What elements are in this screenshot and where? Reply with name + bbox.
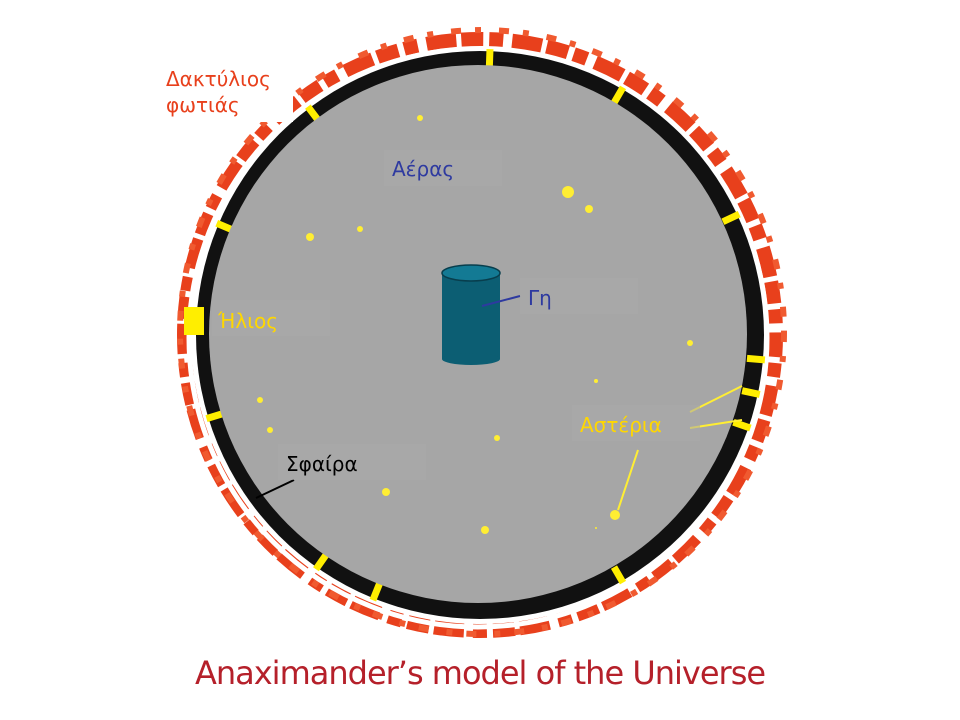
sphere-leader: [255, 479, 295, 499]
diagram-caption: Anaximander’s model of the Universe: [194, 654, 766, 692]
ring-marks: [205, 49, 766, 602]
star-dot-icon: [257, 397, 263, 403]
sun-icon: [184, 307, 204, 335]
star-dot-icon: [267, 427, 273, 433]
fire-ring-label-line1: Δακτύλιος: [166, 67, 271, 91]
air-label-box: [384, 150, 502, 186]
ring-mark: [205, 410, 225, 422]
star-dot-icon: [481, 526, 489, 534]
ring-mark: [746, 354, 766, 364]
ring-mark: [313, 552, 330, 572]
stars-leader-3: [617, 449, 639, 511]
star-dot-icon: [610, 510, 620, 520]
star-dot-icon: [417, 115, 423, 121]
star-dot-icon: [594, 379, 598, 383]
cylinder-icon: [441, 264, 501, 365]
star-dot-icon: [585, 205, 593, 213]
ring-mark: [610, 565, 627, 585]
sphere-label: Σφαίρα: [286, 452, 358, 476]
star-dot-icon: [306, 233, 314, 241]
star-dot-icon: [595, 527, 597, 529]
ring-mark: [485, 49, 494, 68]
fire-ring-label-line2: φωτιάς: [166, 93, 240, 117]
earth-leader: [481, 295, 521, 307]
stars-label: Αστέρια: [580, 413, 662, 437]
star-dot-icon: [382, 488, 390, 496]
earth-label-box: [520, 278, 638, 314]
sun-label-box: [212, 300, 330, 336]
star-dot-icon: [494, 435, 500, 441]
star-dot-icon: [562, 186, 574, 198]
air-label: Αέρας: [392, 157, 455, 181]
sphere-label-box: [278, 444, 426, 480]
sun-label: Ήλιος: [218, 309, 278, 333]
star-dot-icon: [687, 340, 693, 346]
ring-mark: [369, 582, 383, 602]
fire-ring-label: Δακτύλιος φωτιάς: [166, 66, 293, 122]
stars: [257, 115, 693, 534]
ring-mark: [741, 387, 761, 398]
earth-label: Γη: [528, 286, 552, 310]
ring-mark: [721, 210, 741, 225]
star-dot-icon: [357, 226, 363, 232]
ring-mark: [610, 85, 627, 105]
ring-mark: [732, 418, 752, 432]
stars-label-box: [572, 405, 700, 441]
